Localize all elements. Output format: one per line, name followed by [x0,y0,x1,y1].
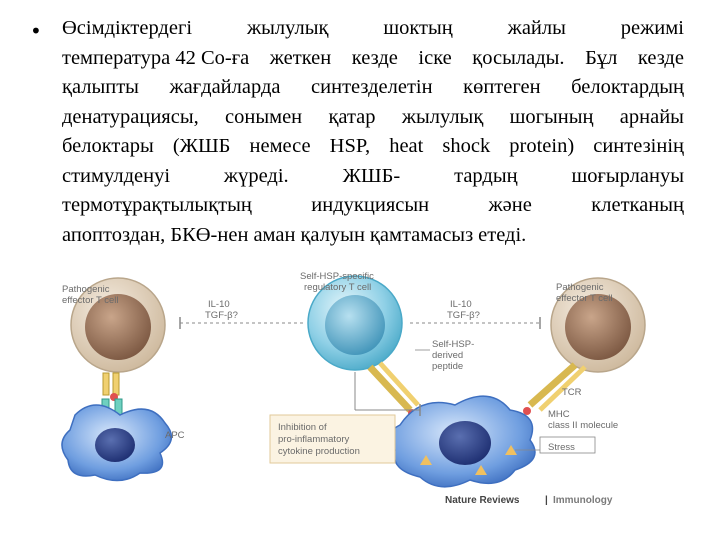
word: Өсімдіктердегі [62,14,192,42]
word: аман [253,221,295,249]
word: protein) [509,132,574,160]
cytokine-right-1: IL-10 [450,299,472,310]
word: арнайы [620,103,684,131]
word: қалыпты [62,73,139,101]
word: немесе [250,132,311,160]
word: shock [442,132,490,160]
word: жылулық [402,103,483,131]
mhc-label-1: MHC [548,409,570,420]
word: көптеген [463,73,540,101]
center-cell-label-1: Self-HSP-specific [300,271,374,282]
inhibition-label-1: Inhibition of [278,422,327,433]
peptide-label-3: peptide [432,361,463,372]
apc-label: APC [165,430,185,441]
credit-journal: Nature Reviews [445,495,520,506]
word: етеді. [478,221,526,249]
mhc-label-2: class II molecule [548,420,618,431]
word: жағдайларда [169,73,280,101]
cytokine-left-2: TGF-β? [205,310,238,321]
left-cell-label-2: effector T cell [62,295,119,306]
cytokine-left-1: IL-10 [208,299,230,310]
credit-separator: | [545,495,548,506]
word: қалуын [300,221,364,249]
credit-section: Immunology [553,495,613,506]
word: температура 42 Со-ға [62,44,249,72]
right-cell-label-1: Pathogenic [556,282,604,293]
left-apc [62,405,171,481]
left-cell-label-1: Pathogenic [62,284,110,295]
tcr-label: TCR [562,387,582,398]
inhibition-label-3: cytokine production [278,446,360,457]
word: режимі [621,14,684,42]
word: денатурациясы, [62,103,199,131]
word: жеткен [270,44,331,72]
word: қосылады. [472,44,564,72]
word: белоктары [62,132,154,160]
word: стимулденуі [62,162,170,190]
word: БКӨ-нен [170,221,248,249]
text-line: қалыпты жағдайларда синтезделетін көптеген б… [62,73,684,101]
word: сонымен [225,103,302,131]
cytokine-right-2: TGF-β? [447,310,480,321]
text-line: термотұрақтылықтың индукциясын және клеткан… [62,191,684,219]
word: жылулық [247,14,328,42]
text-line: стимулденуі жүреді. ЖШБ-тардың шоғырлануы [62,162,684,190]
word: шоктың [383,14,452,42]
peptide-label-2: derived [432,350,463,361]
word: кезде [638,44,684,72]
word: кезде [352,44,398,72]
word: жүреді. [224,162,289,190]
slide-text: • Өсімдіктердегі жылулық шоктың жайлы режимі… [0,0,720,270]
immunology-diagram: Pathogenic effector T cell APC IL-10 TGF… [0,265,720,540]
word: қамтамасыз [370,221,473,249]
text-line: Өсімдіктердегі жылулық шоктың жайлы режимі [62,14,684,42]
word: HSP, [330,132,370,160]
peptide-label-1: Self-HSP- [432,339,474,350]
word: Бұл [585,44,617,72]
word: қатар [328,103,375,131]
word: шогының [510,103,594,131]
word: термотұрақтылықтың [62,191,252,219]
word: белоктардың [571,73,684,101]
text-line: денатурациясы, сонымен қатар жылулық шогының… [62,103,684,131]
word: ЖШБ- [343,162,401,190]
word: heat [389,132,423,160]
word: синтезінің [593,132,684,160]
center-cell-label-2: regulatory T cell [304,282,371,293]
bullet-marker: • [30,19,42,43]
inhibition-label-2: pro-inflammatory [278,434,350,445]
right-cell-label-2: effector T cell [556,293,613,304]
word: жайлы [508,14,566,42]
center-tcr-connector [370,363,418,417]
text-line: температура 42 Со-ға жеткен кезде іске қосыл… [62,44,684,72]
word: апоптоздан, [62,221,165,249]
word: клетканың [591,191,684,219]
text-line: белоктары (ЖШБ немесе HSP, heat shock protein)… [62,132,684,160]
word: тардың [454,162,517,190]
word: және [489,191,532,219]
word: индукциясын [311,191,429,219]
word: шоғырлануы [571,162,684,190]
word: синтезделетін [311,73,433,101]
word: (ЖШБ [173,132,231,160]
stress-label: Stress [548,442,575,453]
word: іске [418,44,451,72]
